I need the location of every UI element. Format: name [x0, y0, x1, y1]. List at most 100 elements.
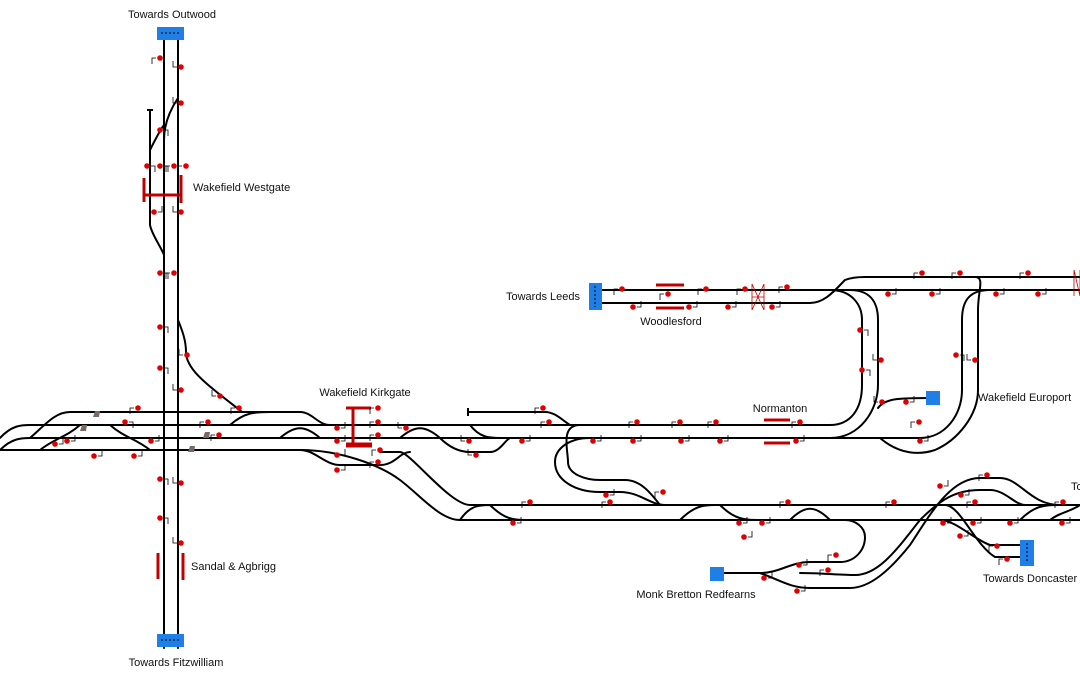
signal-head[interactable] [957, 533, 963, 539]
signal-head[interactable] [677, 419, 683, 425]
signal-head[interactable] [403, 425, 409, 431]
signal-head[interactable] [375, 419, 381, 425]
signal-head[interactable] [958, 492, 964, 498]
signal-head[interactable] [970, 520, 976, 526]
signal-head[interactable] [334, 425, 340, 431]
signal-head[interactable] [157, 55, 163, 61]
signal-head[interactable] [334, 467, 340, 473]
signal-head[interactable] [993, 291, 999, 297]
signal-head[interactable] [994, 543, 1000, 549]
signal-head[interactable] [375, 432, 381, 438]
shunt-signal[interactable] [93, 411, 100, 417]
signal-head[interactable] [759, 520, 765, 526]
signal-head[interactable] [473, 452, 479, 458]
shunt-signal[interactable] [188, 446, 195, 452]
signal-head[interactable] [148, 438, 154, 444]
signal-head[interactable] [857, 327, 863, 333]
signal-head[interactable] [917, 438, 923, 444]
signal-head[interactable] [603, 492, 609, 498]
signal-head[interactable] [825, 567, 831, 573]
signal-head[interactable] [717, 438, 723, 444]
signal-head[interactable] [1004, 556, 1010, 562]
signal-head[interactable] [178, 480, 184, 486]
signal-head[interactable] [157, 163, 163, 169]
signal-head[interactable] [91, 453, 97, 459]
signal-head[interactable] [122, 419, 128, 425]
signal-head[interactable] [634, 419, 640, 425]
signal-head[interactable] [540, 405, 546, 411]
signal-head[interactable] [769, 304, 775, 310]
signal-head[interactable] [665, 291, 671, 297]
signal-head[interactable] [703, 286, 709, 292]
signal-head[interactable] [135, 405, 141, 411]
signal-head[interactable] [725, 304, 731, 310]
signal-head[interactable] [903, 399, 909, 405]
signal-head[interactable] [178, 100, 184, 106]
signal-head[interactable] [375, 405, 381, 411]
signal-head[interactable] [919, 270, 925, 276]
signal-head[interactable] [527, 499, 533, 505]
signal-head[interactable] [937, 483, 943, 489]
signal-head[interactable] [833, 552, 839, 558]
signal-head[interactable] [216, 432, 222, 438]
signal-head[interactable] [736, 520, 742, 526]
signal-head[interactable] [466, 438, 472, 444]
signal-head[interactable] [157, 365, 163, 371]
signal-head[interactable] [972, 357, 978, 363]
signal-head[interactable] [157, 127, 163, 133]
signal-head[interactable] [217, 393, 223, 399]
signal-head[interactable] [957, 270, 963, 276]
signal-head[interactable] [859, 367, 865, 373]
signal-head[interactable] [334, 452, 340, 458]
signal-head[interactable] [1007, 520, 1013, 526]
signal-head[interactable] [916, 419, 922, 425]
signal-head[interactable] [144, 163, 150, 169]
signal-head[interactable] [334, 438, 340, 444]
signal-head[interactable] [940, 520, 946, 526]
signal-head[interactable] [891, 499, 897, 505]
signal-head[interactable] [178, 209, 184, 215]
signal-head[interactable] [660, 489, 666, 495]
signal-head[interactable] [131, 453, 137, 459]
shunt-signal[interactable] [80, 425, 87, 431]
signal-head[interactable] [686, 304, 692, 310]
signal-head[interactable] [784, 284, 790, 290]
signal-head[interactable] [510, 520, 516, 526]
signal-head[interactable] [607, 499, 613, 505]
signal-head[interactable] [52, 441, 58, 447]
signal-head[interactable] [953, 352, 959, 358]
signal-head[interactable] [761, 575, 767, 581]
signal-head[interactable] [157, 476, 163, 482]
signal-head[interactable] [171, 163, 177, 169]
signal-head[interactable] [619, 286, 625, 292]
signal-head[interactable] [1060, 499, 1066, 505]
signal-head[interactable] [546, 419, 552, 425]
signal-head[interactable] [236, 405, 242, 411]
signal-head[interactable] [590, 438, 596, 444]
signal-head[interactable] [1025, 270, 1031, 276]
signal-head[interactable] [157, 515, 163, 521]
signal-head[interactable] [885, 291, 891, 297]
signal-head[interactable] [205, 419, 211, 425]
signal-head[interactable] [879, 399, 885, 405]
signal-head[interactable] [183, 163, 189, 169]
signal-head[interactable] [630, 304, 636, 310]
signal-head[interactable] [678, 438, 684, 444]
signal-head[interactable] [171, 270, 177, 276]
signal-head[interactable] [519, 438, 525, 444]
signal-head[interactable] [630, 438, 636, 444]
signal-head[interactable] [713, 419, 719, 425]
shunt-signal[interactable] [203, 432, 210, 438]
signal-head[interactable] [1035, 291, 1041, 297]
signal-head[interactable] [785, 499, 791, 505]
signal-head[interactable] [741, 534, 747, 540]
signal-head[interactable] [878, 357, 884, 363]
signal-head[interactable] [972, 499, 978, 505]
signal-head[interactable] [178, 64, 184, 70]
signal-head[interactable] [1059, 520, 1065, 526]
signal-head[interactable] [793, 438, 799, 444]
signal-head[interactable] [796, 562, 802, 568]
signal-head[interactable] [794, 588, 800, 594]
signal-head[interactable] [178, 387, 184, 393]
signal-head[interactable] [184, 352, 190, 358]
